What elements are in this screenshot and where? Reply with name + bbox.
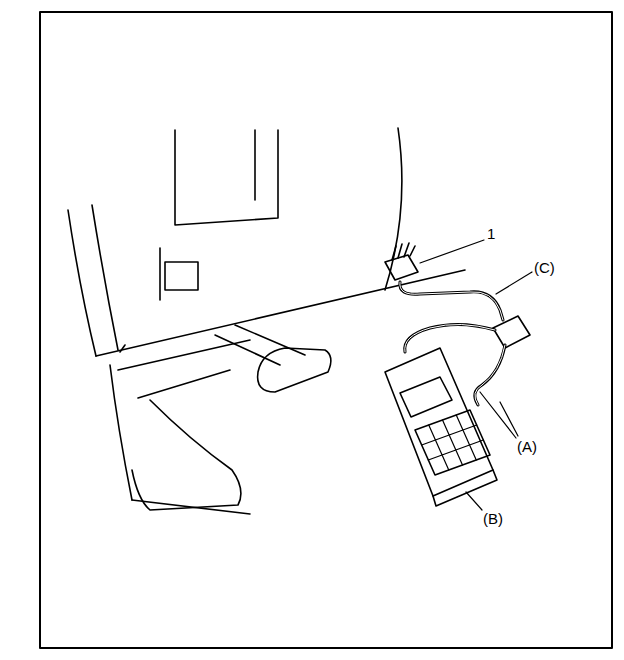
floor-mat [132, 400, 241, 510]
callout-number: 1 [486, 226, 496, 241]
floor-line [138, 370, 230, 398]
cable-a-inner [475, 345, 505, 405]
dash-edge [96, 270, 465, 356]
cable-a [405, 324, 495, 352]
part-label: (B) [482, 511, 504, 526]
tool-screen [400, 377, 452, 417]
pillar-line [68, 210, 96, 356]
part-label: (C) [533, 260, 556, 275]
cable-a [475, 345, 505, 405]
frame [40, 12, 612, 648]
tool-keypad [415, 410, 490, 475]
cable-adapter [493, 316, 530, 348]
pillar-line [92, 205, 118, 350]
scan-tool-base [433, 470, 497, 506]
connector-wires [392, 243, 415, 260]
pedal-arm [235, 325, 305, 355]
pillar-line [110, 365, 132, 500]
part-label: (A) [516, 439, 538, 454]
leader-line [466, 492, 482, 510]
floor-line [118, 340, 250, 370]
dash-edge [120, 345, 125, 352]
cable-c [400, 282, 503, 320]
keypad-grid [422, 415, 484, 470]
dash-line [159, 248, 161, 300]
cable-a-inner [405, 324, 495, 352]
cable-c-inner [400, 282, 503, 320]
scan-tool [385, 348, 493, 496]
dash-panel [175, 130, 278, 225]
floor-line [132, 500, 250, 514]
leader-line [480, 392, 518, 438]
leader-line [496, 272, 532, 294]
leader-line [420, 240, 484, 263]
pedal [258, 348, 331, 392]
dash-panel [254, 130, 256, 200]
fuse-box [165, 262, 198, 290]
diagnostic-connector [385, 255, 418, 280]
